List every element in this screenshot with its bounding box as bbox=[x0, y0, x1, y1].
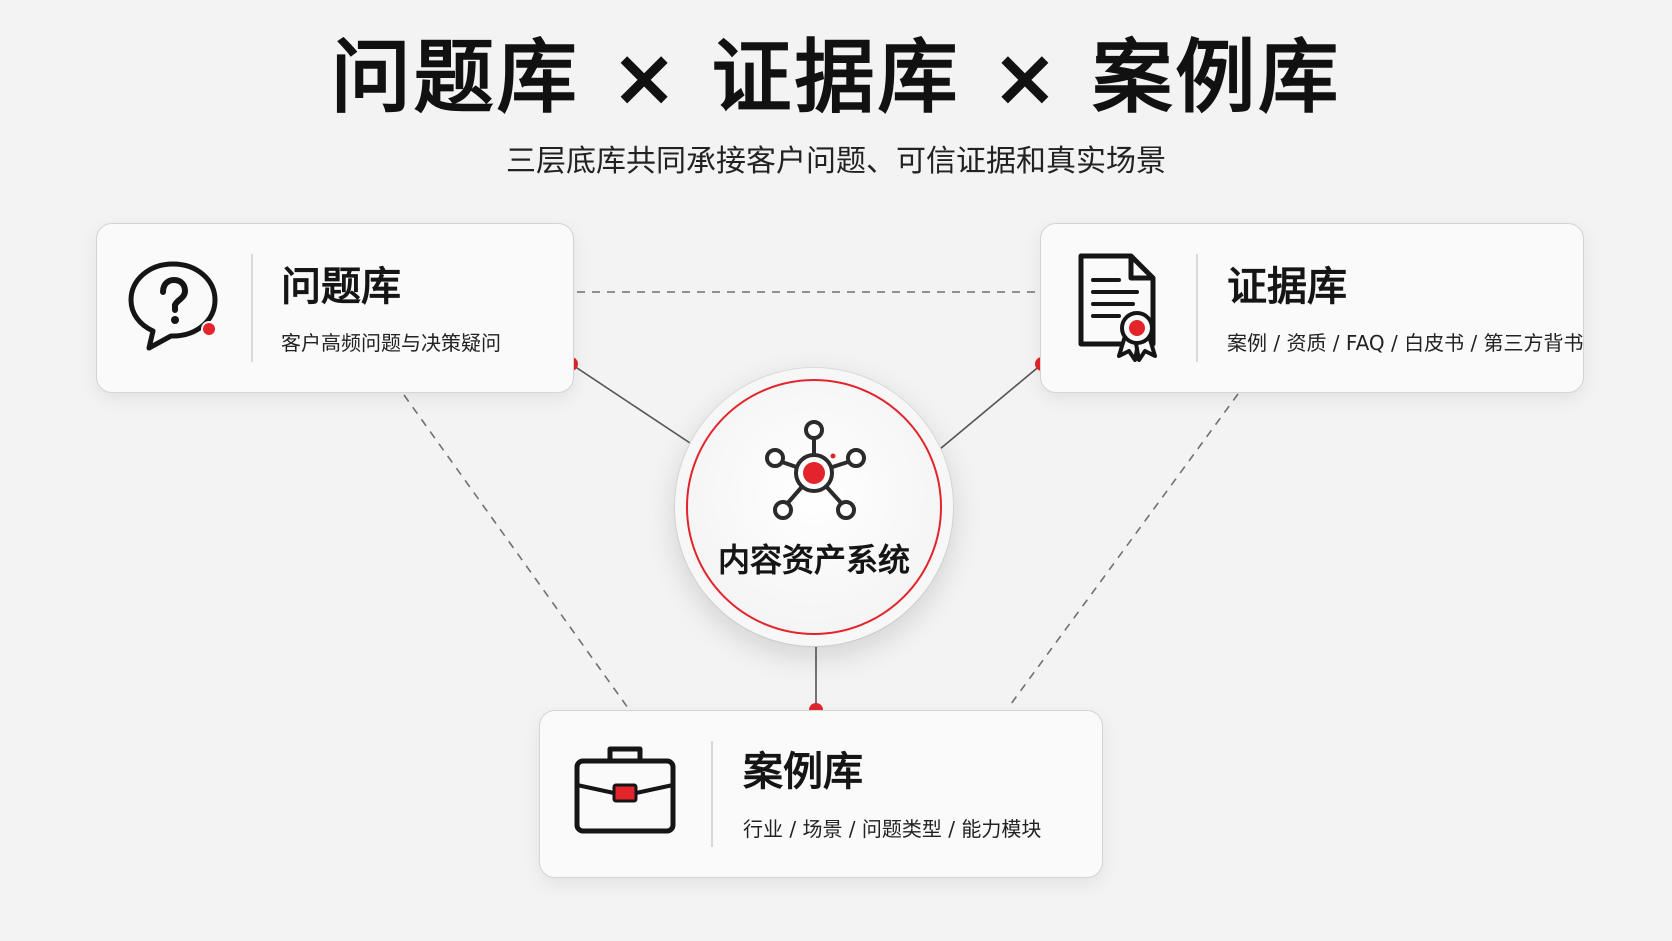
card-evidence-library[interactable]: 证据库 案例 / 资质 / FAQ / 白皮书 / 第三方背书 bbox=[1040, 223, 1584, 393]
card-description: 行业 / 场景 / 问题类型 / 能力模块 bbox=[743, 817, 1042, 841]
card-description: 案例 / 资质 / FAQ / 白皮书 / 第三方背书 bbox=[1227, 331, 1584, 355]
card-case-library[interactable]: 案例库 行业 / 场景 / 问题类型 / 能力模块 bbox=[539, 710, 1103, 878]
briefcase-icon bbox=[572, 741, 678, 843]
spoke-evidence bbox=[939, 363, 1043, 450]
dashed-link-questions-cases bbox=[403, 394, 629, 709]
card-title: 案例库 bbox=[743, 749, 863, 795]
card-divider bbox=[711, 741, 713, 847]
spoke-questions bbox=[570, 363, 691, 444]
card-divider bbox=[1196, 254, 1198, 362]
content-asset-hub[interactable]: 内容资产系统 bbox=[675, 368, 953, 646]
certificate-document-icon bbox=[1069, 250, 1169, 366]
page-subtitle: 三层底库共同承接客户问题、可信证据和真实场景 bbox=[506, 144, 1166, 179]
card-divider bbox=[251, 254, 253, 362]
page-title: 问题库 × 证据库 × 案例库 bbox=[330, 31, 1342, 124]
card-description: 客户高频问题与决策疑问 bbox=[281, 331, 501, 355]
question-bubble-icon bbox=[121, 252, 225, 360]
network-hub-icon bbox=[759, 418, 869, 532]
card-question-library[interactable]: 问题库 客户高频问题与决策疑问 bbox=[96, 223, 574, 393]
dashed-link-evidence-cases bbox=[1007, 393, 1239, 709]
hub-label: 内容资产系统 bbox=[717, 541, 910, 579]
card-title: 证据库 bbox=[1227, 264, 1347, 310]
card-title: 问题库 bbox=[281, 264, 401, 310]
